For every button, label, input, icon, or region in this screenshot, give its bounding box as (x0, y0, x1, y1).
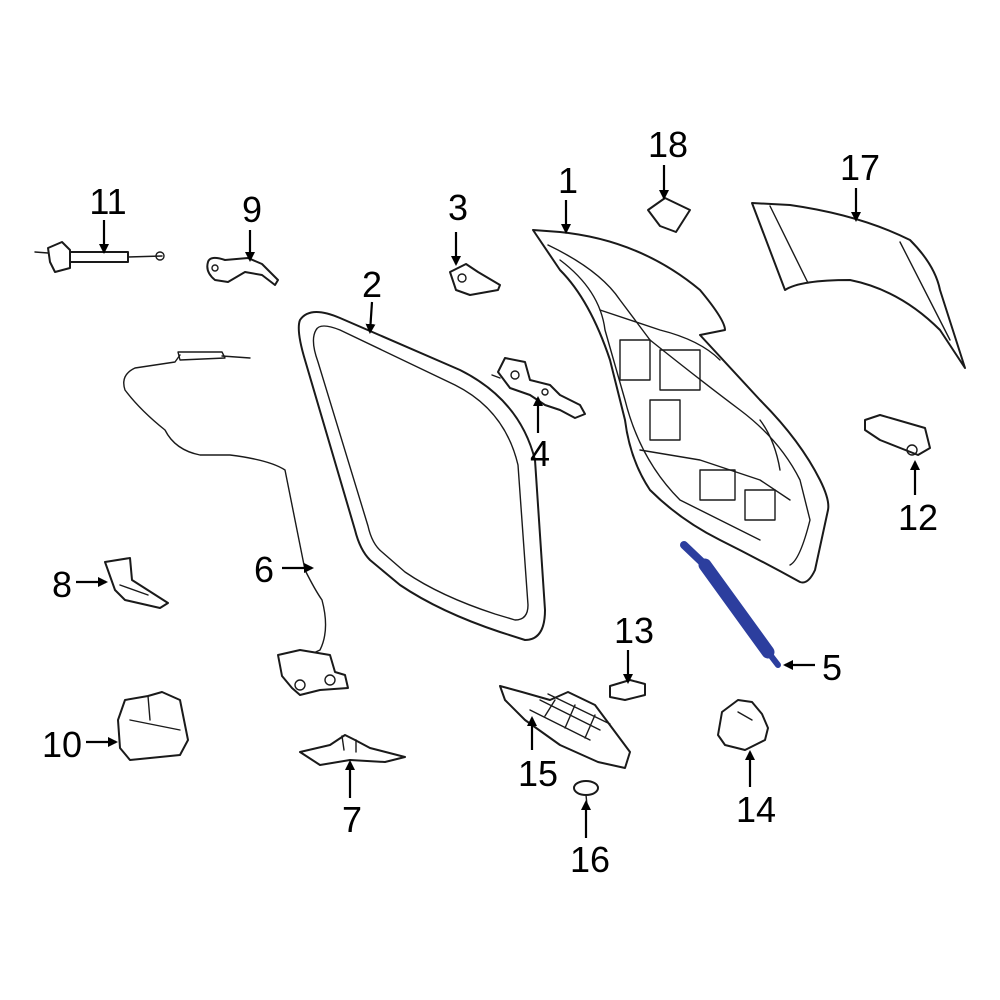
callout-10[interactable]: 10 (42, 724, 82, 765)
bumper-18-part[interactable] (647, 197, 691, 233)
bracket-7-part[interactable] (299, 734, 406, 766)
callout-11[interactable]: 11 (89, 181, 126, 222)
liftgate-part[interactable] (532, 229, 830, 584)
weatherstrip-seal-part[interactable] (297, 311, 546, 641)
callout-13[interactable]: 13 (614, 610, 654, 651)
callout-5[interactable]: 5 (822, 647, 842, 688)
callout-6[interactable]: 6 (254, 549, 274, 590)
callout-2[interactable]: 2 (362, 264, 382, 305)
callout-14[interactable]: 14 (736, 789, 776, 830)
callout-8[interactable]: 8 (52, 564, 72, 605)
bracket-9-part[interactable] (206, 256, 279, 286)
callout-labels: 1 2 3 4 5 6 7 8 9 10 11 12 13 14 15 16 1… (42, 124, 938, 880)
hinge-part[interactable] (491, 357, 586, 419)
motor-part[interactable] (717, 699, 769, 751)
callout-16[interactable]: 16 (570, 839, 610, 880)
callout-1[interactable]: 1 (558, 160, 578, 201)
pin-part[interactable] (573, 780, 599, 806)
latch-10-part[interactable] (117, 691, 189, 761)
bracket-8-part[interactable] (104, 557, 169, 609)
callout-12[interactable]: 12 (898, 497, 938, 538)
callout-17[interactable]: 17 (840, 147, 880, 188)
switch-part[interactable] (864, 414, 931, 456)
lift-support-part[interactable] (680, 541, 781, 668)
latch-bracket-part[interactable] (449, 263, 501, 296)
callout-9[interactable]: 9 (242, 189, 262, 230)
lock-cylinder-part[interactable] (34, 241, 165, 273)
leader-lines (76, 165, 920, 838)
callout-18[interactable]: 18 (648, 124, 688, 165)
callout-7[interactable]: 7 (342, 799, 362, 840)
callout-3[interactable]: 3 (448, 187, 468, 228)
glass-part[interactable] (751, 202, 966, 369)
callout-4[interactable]: 4 (530, 433, 550, 474)
cable-harness-part[interactable] (123, 351, 349, 696)
trim-panel-part[interactable] (499, 685, 631, 769)
bumper-13-part[interactable] (609, 679, 646, 701)
callout-15[interactable]: 15 (518, 753, 558, 794)
